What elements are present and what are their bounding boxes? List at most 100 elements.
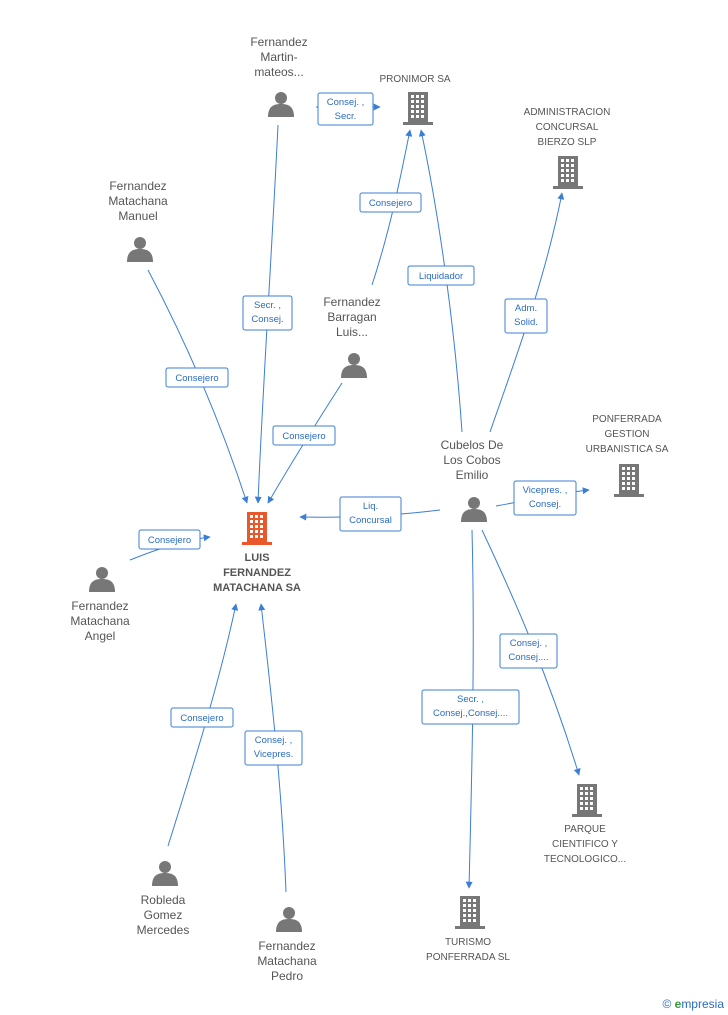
node-label-line: TURISMO bbox=[445, 937, 491, 948]
node-label-line: Fernandez bbox=[250, 35, 307, 49]
brand-name: mpresia bbox=[681, 997, 724, 1011]
node-label-line: Robleda bbox=[141, 893, 186, 907]
node-label-line: Martin- bbox=[260, 50, 297, 64]
edge-barragan-main[interactable]: Consejero bbox=[267, 382, 343, 504]
node-label-line: Fernandez bbox=[109, 179, 166, 193]
node-label-line: Cubelos De bbox=[441, 438, 504, 452]
edge-cubelos-ponferrada[interactable]: Vicepres. , Consej. bbox=[495, 480, 590, 516]
building-icon bbox=[403, 92, 433, 125]
edge-pedro-main[interactable]: Consej. ,Vicepres. bbox=[244, 603, 303, 893]
building-icon bbox=[455, 896, 485, 929]
node-pronimor[interactable]: PRONIMOR SA bbox=[379, 74, 451, 125]
edge-cubelos-main[interactable]: Liq. Concursal bbox=[299, 496, 441, 532]
node-label-line: Angel bbox=[85, 629, 116, 643]
node-main[interactable]: LUIS FERNANDEZ MATACHANA SA bbox=[213, 512, 301, 594]
main-company-building-icon bbox=[242, 512, 272, 545]
person-icon bbox=[152, 861, 178, 886]
edge-label-line: Liq. bbox=[363, 501, 378, 512]
copyright-symbol: © bbox=[662, 997, 672, 1011]
edge-angel-main[interactable]: Consejero bbox=[129, 529, 211, 561]
node-label-line: GESTION bbox=[604, 429, 649, 440]
edge-cubelos-turismo[interactable]: Secr. ,Consej.,Consej.... bbox=[421, 529, 520, 889]
node-label-line: mateos... bbox=[254, 65, 303, 79]
node-label-line: Mercedes bbox=[137, 923, 190, 937]
person-icon bbox=[341, 353, 367, 378]
node-label-line: Fernandez bbox=[71, 599, 128, 613]
edge-label-box bbox=[272, 425, 336, 446]
edge-label-line: Consej. , bbox=[255, 735, 293, 746]
node-label-line: Manuel bbox=[118, 209, 157, 223]
edge-label-line: Consejero bbox=[175, 373, 218, 384]
node-label-line: PRONIMOR SA bbox=[379, 74, 450, 85]
person-icon bbox=[89, 567, 115, 592]
edge-label-box bbox=[513, 480, 577, 516]
edge-label-line: Adm. bbox=[515, 303, 537, 314]
node-label-line: Matachana bbox=[257, 954, 317, 968]
node-barragan[interactable]: FernandezBarraganLuis... bbox=[323, 295, 381, 378]
edge-barragan-pronimor[interactable]: Consejero bbox=[359, 129, 422, 286]
edge-label-line: Consej. bbox=[529, 499, 561, 510]
edge-cubelos-parque[interactable]: Consej. ,Consej.... bbox=[481, 529, 581, 776]
building-icon bbox=[614, 464, 644, 497]
edge-label-line: Secr. , bbox=[254, 300, 281, 311]
edge-robleda-main[interactable]: Consejero bbox=[167, 603, 239, 847]
edge-label-line: Concursal bbox=[349, 515, 392, 526]
edge-label-box bbox=[317, 92, 374, 126]
person-icon bbox=[461, 497, 487, 522]
edge-label-line: Consej. , bbox=[327, 97, 365, 108]
node-label-line: Barragan bbox=[327, 310, 376, 324]
edge-label-line: Vicepres. , bbox=[523, 485, 568, 496]
edge-martin-main[interactable]: Secr. ,Consej. bbox=[242, 124, 293, 504]
node-label-line: PONFERRADA bbox=[592, 414, 662, 425]
edge-label-box bbox=[421, 689, 520, 725]
node-label-line: Luis... bbox=[336, 325, 368, 339]
node-label-line: LUIS bbox=[244, 552, 269, 564]
edge-martin-pronimor[interactable]: Consej. ,Secr. bbox=[316, 92, 381, 126]
edge-label-box bbox=[339, 496, 402, 532]
node-martin[interactable]: FernandezMartin-mateos... bbox=[250, 35, 308, 117]
node-label-line: Los Cobos bbox=[443, 453, 500, 467]
edge-cubelos-pronimor[interactable]: Liquidador bbox=[407, 129, 475, 433]
edge-label-line: Consej.... bbox=[508, 652, 548, 663]
edge-label-box bbox=[138, 529, 201, 550]
edge-label-line: Consejero bbox=[369, 198, 412, 209]
node-label-line: CONCURSAL bbox=[536, 122, 599, 133]
node-label-line: Matachana bbox=[108, 194, 168, 208]
edge-label-line: Consejero bbox=[180, 713, 223, 724]
node-label-line: Gomez bbox=[144, 908, 183, 922]
edge-label-box bbox=[407, 265, 475, 286]
node-label-line: MATACHANA SA bbox=[213, 582, 301, 594]
building-icon bbox=[553, 156, 583, 189]
node-label-line: Pedro bbox=[271, 969, 303, 983]
brand-initial: e bbox=[674, 997, 682, 1011]
edge-label-line: Liquidador bbox=[419, 271, 463, 282]
edge-label-box bbox=[242, 295, 293, 331]
footer-brand[interactable]: © empresia bbox=[662, 997, 724, 1011]
edge-cubelos-admin[interactable]: Adm.Solid. bbox=[489, 192, 565, 433]
person-icon bbox=[127, 237, 153, 262]
node-label-line: PONFERRADA SL bbox=[426, 952, 510, 963]
node-turismo[interactable]: TURISMO PONFERRADA SL bbox=[426, 896, 510, 963]
node-label-line: Emilio bbox=[456, 468, 489, 482]
building-icon bbox=[572, 784, 602, 817]
edge-label-line: Consejero bbox=[148, 535, 191, 546]
node-label-line: Matachana bbox=[70, 614, 130, 628]
node-label-line: Fernandez bbox=[323, 295, 380, 309]
edge-label-box bbox=[359, 192, 422, 213]
edge-label-line: Consej.,Consej.... bbox=[433, 708, 508, 719]
edge-manuel-main[interactable]: Consejero bbox=[147, 269, 249, 504]
node-label-line: FERNANDEZ bbox=[223, 567, 291, 579]
node-label-line: ADMINISTRACION bbox=[524, 107, 611, 118]
edge-label-line: Consejero bbox=[282, 431, 325, 442]
node-label-line: PARQUE bbox=[564, 824, 606, 835]
edge-label-box bbox=[244, 730, 303, 766]
